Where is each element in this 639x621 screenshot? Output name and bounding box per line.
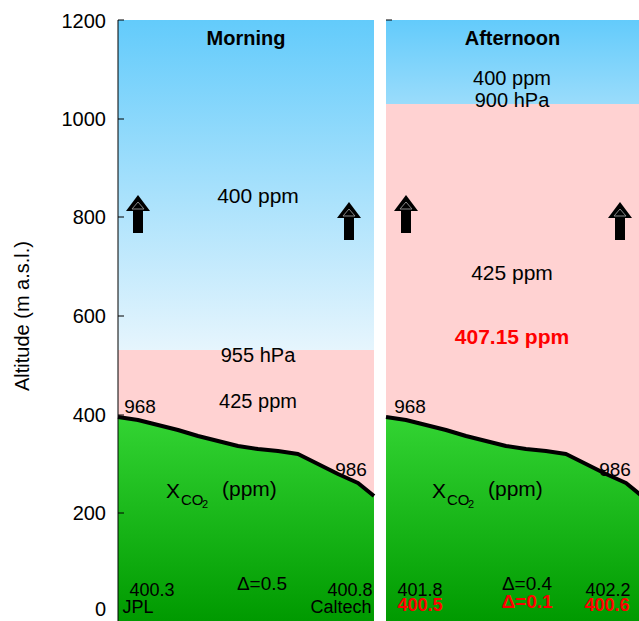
mixed-concentration: 407.15 ppm xyxy=(455,326,569,347)
xco2-unit: (ppm) xyxy=(488,478,543,499)
altitude-value: 986 xyxy=(599,460,631,479)
concentration: 425 ppm xyxy=(471,262,553,283)
xco2-subscript: 2 xyxy=(202,499,208,510)
tick-label: 0 xyxy=(95,599,106,619)
xco2-symbol: X xyxy=(166,480,180,501)
xco2-unit: (ppm) xyxy=(222,478,277,499)
concentration: 400 ppm xyxy=(217,185,299,206)
concentration: 425 ppm xyxy=(219,391,297,411)
pressure: 955 hPa xyxy=(221,345,296,365)
panel: Morning xyxy=(118,20,374,60)
tick-label: 400 xyxy=(73,405,106,425)
altitude-value: 986 xyxy=(335,460,367,479)
station-name: Caltech xyxy=(310,598,371,616)
concentration: 400 ppm xyxy=(473,68,551,88)
axis-title: Altitude (m a.s.l.) xyxy=(12,241,32,391)
station-value: 400.6 xyxy=(584,596,629,614)
altitude-value: 968 xyxy=(394,397,426,416)
tick-label: 200 xyxy=(73,503,106,523)
panel-heading: Morning xyxy=(207,28,286,48)
panel: Afternoon xyxy=(386,20,639,60)
pressure: 900 hPa xyxy=(475,90,550,110)
xco2-subscript: CO xyxy=(181,492,204,507)
gradient-value: Δ=0.1 xyxy=(501,592,552,611)
gradient-value: Δ=0.4 xyxy=(502,574,552,593)
station-value: 400.8 xyxy=(327,581,372,599)
station-value: 400.5 xyxy=(397,596,442,614)
xco2-subscript: 2 xyxy=(468,499,474,510)
station-name: JPL xyxy=(122,598,153,616)
tick-label: 1000 xyxy=(62,109,107,129)
altitude-value: 968 xyxy=(124,397,156,416)
tick-label: 1200 xyxy=(62,11,107,31)
tick-label: 600 xyxy=(73,306,106,326)
gradient-value: Δ=0.5 xyxy=(237,574,287,593)
panel-heading: Afternoon xyxy=(465,28,561,48)
tick-label: 800 xyxy=(73,207,106,227)
xco2-symbol: X xyxy=(432,480,446,501)
station-value: 400.3 xyxy=(129,581,174,599)
xco2-subscript: CO xyxy=(447,492,470,507)
